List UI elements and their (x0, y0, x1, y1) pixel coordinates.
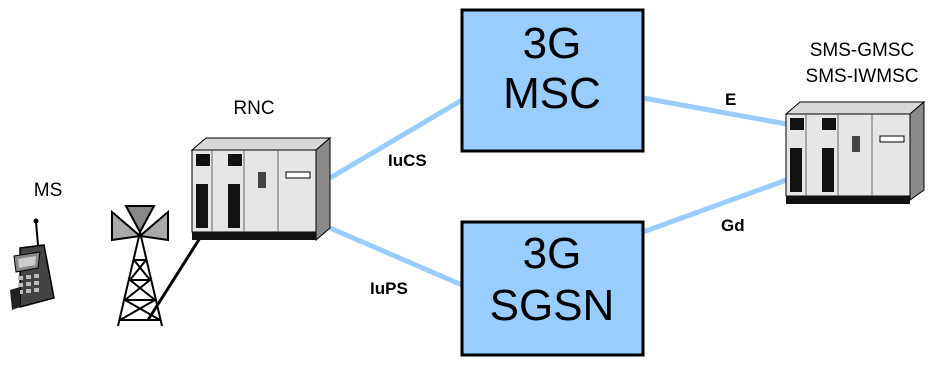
sms-iwmsc-label: SMS-IWMSC (806, 66, 919, 87)
sgsn-line2: SGSN (490, 281, 615, 330)
iups-label: IuPS (370, 279, 408, 298)
link-e (642, 95, 793, 128)
rnc-cabinet-icon (190, 136, 332, 242)
mobile-phone-icon (10, 218, 55, 310)
msc-line1: 3G (523, 19, 582, 68)
iucs-label: IuCS (388, 151, 427, 170)
ms-label: MS (34, 180, 63, 201)
gd-label: Gd (721, 216, 745, 235)
sms-gmsc-label: SMS-GMSC (810, 40, 915, 61)
base-station-tower-icon (111, 205, 169, 327)
rnc-label: RNC (233, 98, 274, 119)
sgsn-node: 3G SGSN (460, 220, 645, 357)
msc-line2: MSC (503, 69, 601, 118)
links (328, 95, 793, 288)
msc-node: 3G MSC (460, 8, 645, 153)
link-iucs (328, 97, 464, 181)
e-label: E (725, 90, 736, 109)
link-gd (642, 175, 793, 235)
sgsn-line1: 3G (523, 229, 582, 278)
link-iups (329, 225, 463, 288)
sms-gmsc-cabinet-icon (784, 100, 926, 204)
link-bts-rnc (146, 237, 202, 321)
